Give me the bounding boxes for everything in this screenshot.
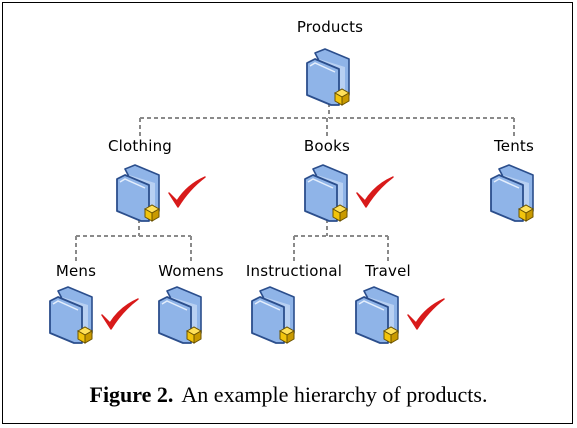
folder-icon — [49, 286, 94, 344]
cube-icon — [185, 326, 203, 344]
cube-icon — [143, 204, 161, 222]
figure-frame — [2, 2, 573, 424]
folder-icon — [355, 286, 400, 344]
folder-icon — [490, 164, 535, 222]
check-mark-icon — [407, 298, 445, 330]
cube-icon — [278, 326, 296, 344]
cube-icon — [382, 326, 400, 344]
check-mark-icon — [101, 298, 139, 330]
cube-icon — [76, 326, 94, 344]
connector-lines — [75, 103, 515, 264]
check-mark-icon — [356, 176, 394, 208]
node-label-clothing: Clothing — [107, 137, 173, 155]
node-label-mens: Mens — [55, 262, 97, 280]
folder-icon — [116, 164, 161, 222]
cube-icon — [331, 204, 349, 222]
figure-label: Figure 2. — [89, 382, 174, 407]
node-label-products: Products — [296, 18, 364, 36]
node-label-instructional: Instructional — [245, 262, 343, 280]
check-mark-icon — [168, 176, 206, 208]
folder-icon — [251, 286, 296, 344]
cube-icon — [517, 204, 535, 222]
node-label-tents: Tents — [493, 137, 535, 155]
node-label-travel: Travel — [365, 262, 411, 280]
figure-caption: Figure 2. An example hierarchy of product… — [0, 382, 577, 408]
node-label-womens: Womens — [158, 262, 224, 280]
cube-icon — [333, 88, 351, 106]
folder-icon — [304, 164, 349, 222]
node-label-books: Books — [303, 137, 351, 155]
caption-text: An example hierarchy of products. — [181, 382, 488, 407]
folder-icon — [158, 286, 203, 344]
folder-icon — [306, 48, 351, 106]
tree-nodes — [49, 48, 535, 344]
